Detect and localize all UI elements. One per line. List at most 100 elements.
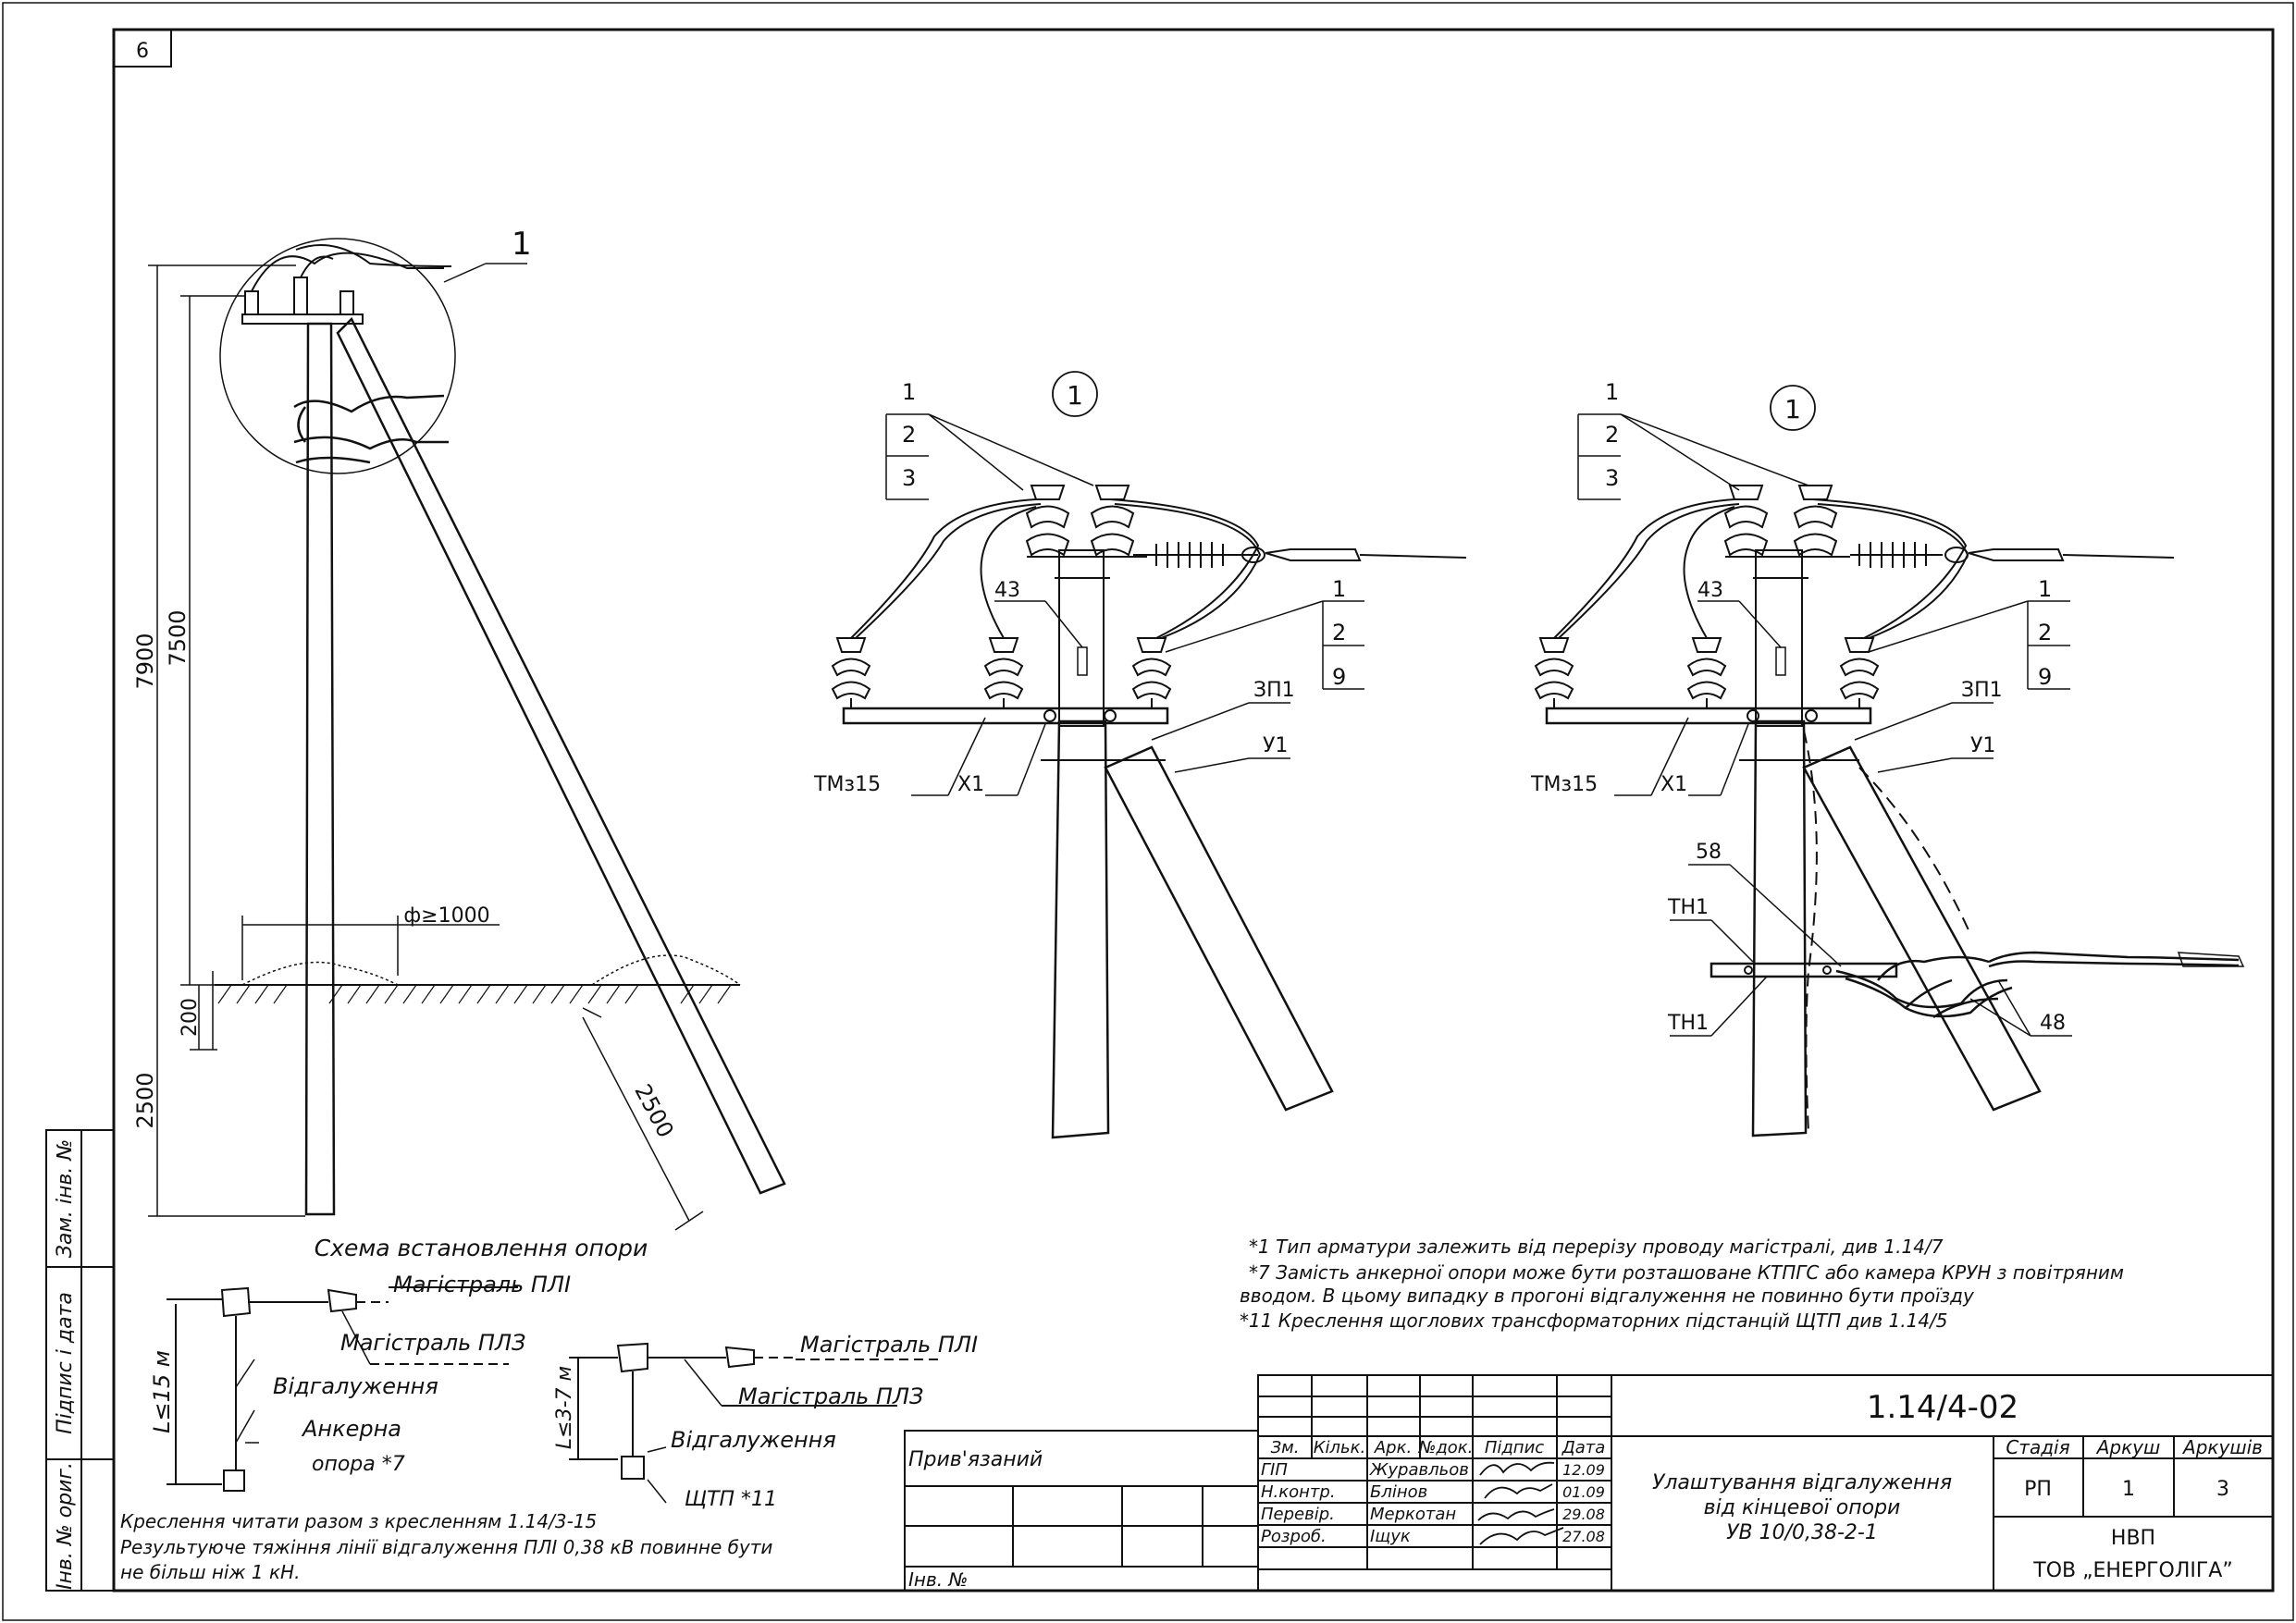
dim-diameter: ф≥1000: [403, 904, 489, 928]
view-b-tag-58: 58: [1696, 841, 1722, 864]
sig-role-rozrob: Розроб.: [1261, 1527, 1327, 1546]
scheme1-length: L≤15 м: [149, 1350, 175, 1433]
scheme-2: [569, 1342, 944, 1504]
binding-label: Прив'язаний: [908, 1448, 1043, 1471]
view-a-tag-1: 1: [902, 379, 916, 405]
scheme1-anchor2: опора *7: [312, 1453, 405, 1476]
view-b-wires: [1553, 498, 1969, 639]
sig-role-nkontr: Н.контр.: [1261, 1482, 1336, 1502]
installation-view: 1 7900 7500 2500 200 2500 ф≥1000 Схема в…: [132, 226, 786, 1261]
title-line-2: від кінцевої опори: [1704, 1496, 1901, 1519]
dim-2500: 2500: [132, 1072, 158, 1128]
sig-name-perevir: Меркотан: [1370, 1505, 1456, 1524]
title-line-3: УВ 10/0,38-2-1: [1726, 1521, 1878, 1544]
dim-200: 200: [179, 998, 202, 1037]
scheme2-main-plz: Магістраль ПЛЗ: [738, 1383, 923, 1409]
view-b-tag-tn1-top: ТН1: [1667, 896, 1709, 919]
detail-callout-1: 1: [512, 226, 532, 263]
view-a-wires: [850, 498, 1262, 639]
view-a-tag-x1: Х1: [957, 773, 984, 796]
view-b-branch-clamps: [1835, 951, 2240, 1019]
view-a-tag-r2: 2: [1332, 620, 1346, 646]
side-stamp-inv: Інв. № ориг.: [54, 1462, 77, 1590]
sig-header-ark: Арк.: [1374, 1438, 1412, 1457]
sig-name-rozrob: Іщук: [1370, 1527, 1411, 1546]
title-line-1: Улаштування відгалуження: [1652, 1471, 1952, 1494]
view-a-string-insulator: [1147, 542, 1467, 568]
title-block: [904, 1374, 2274, 1592]
view-a-tag-r1: 1: [1332, 576, 1346, 602]
sig-header-data: Дата: [1562, 1438, 1606, 1457]
organization-line-2: ТОВ „ЕНЕРГОЛІГА”: [2032, 1559, 2232, 1582]
notes: *1 Тип арматури залежить від перерізу пр…: [120, 1236, 2124, 1583]
view-b-tag-3: 3: [1605, 465, 1619, 491]
side-stamp-zam: Зам. інв. №: [54, 1139, 77, 1259]
view-a-tag-3: 3: [902, 465, 916, 491]
note-bottom-1: Креслення читати разом з кресленням 1.14…: [120, 1510, 597, 1532]
sig-header-pidpys: Підпис: [1485, 1438, 1544, 1457]
scheme1-main-pli: Магістраль ПЛІ: [393, 1272, 571, 1297]
scheme1-branch: Відгалуження: [273, 1373, 438, 1399]
sig-date-perevir: 29.08: [1562, 1506, 1605, 1523]
handwritten-signatures: [1477, 1461, 1564, 1545]
scheme2-branch: Відгалуження: [671, 1427, 836, 1453]
view-a-tag-zp1: ЗП1: [1253, 679, 1295, 702]
sig-header-ndok: №док.: [1418, 1438, 1474, 1457]
sig-name-gip: Журавльов: [1369, 1460, 1469, 1480]
note-7b: вводом. В цьому випадку в прогоні відгал…: [1240, 1285, 1975, 1307]
view-a-crossarm: [842, 707, 1169, 725]
scheme1-anchor1: Анкерна: [301, 1416, 401, 1442]
note-bottom-2: Результуюче тяжіння лінії відгалуження П…: [120, 1536, 772, 1558]
pole-view-b: 1 2 3 1: [1530, 379, 2245, 1137]
sheet-header: Аркуш: [2095, 1436, 2161, 1458]
view-a-tag-r9: 9: [1332, 664, 1346, 690]
view-a-circle: 1: [1067, 380, 1083, 411]
binding-inv-no: Інв. №: [908, 1568, 968, 1591]
dim-7900: 7900: [132, 633, 158, 689]
view-b-tag-48: 48: [2040, 1012, 2066, 1035]
view-b-tag-u1: У1: [1970, 734, 1995, 757]
view-b-tag-tmz15: ТМз15: [1530, 773, 1598, 796]
view-b-tag-r2: 2: [2038, 620, 2052, 646]
scheme1-main-plz: Магістраль ПЛЗ: [340, 1330, 525, 1356]
note-7a: *7 Замість анкерної опори може бути розт…: [1249, 1261, 2124, 1284]
view-b-circle: 1: [1784, 394, 1801, 424]
dim-2500-strut: 2500: [629, 1080, 678, 1142]
detail-circle-1: [219, 238, 456, 474]
dim-7500: 7500: [165, 609, 191, 666]
note-bottom-3: не більш ніж 1 кН.: [120, 1561, 300, 1583]
sig-role-perevir: Перевір.: [1261, 1505, 1335, 1524]
organization-line-1: НВП: [2111, 1527, 2155, 1550]
dimension-lines: [148, 264, 704, 1231]
note-1: *1 Тип арматури залежить від перерізу пр…: [1249, 1236, 1944, 1258]
note-11: *11 Креслення щоглових трансформаторних …: [1240, 1309, 1948, 1332]
scheme-1: [167, 1286, 518, 1492]
view-a-tag-2: 2: [902, 422, 916, 448]
sig-name-nkontr: Блінов: [1370, 1482, 1427, 1502]
view-b-tag-43: 43: [1697, 579, 1723, 602]
sheets-value: 3: [2216, 1478, 2229, 1501]
sig-date-gip: 12.09: [1562, 1461, 1605, 1479]
view-b-crossarm: [1545, 707, 1872, 725]
drawing-code: 1.14/4-02: [1867, 1389, 2018, 1426]
page-number: 6: [136, 40, 149, 63]
ground-hatch: [217, 984, 732, 1004]
scheme2-main-pli: Магістраль ПЛІ: [800, 1332, 978, 1358]
sig-header-kilk: Кільк.: [1314, 1438, 1366, 1457]
view-b-tag-x1: Х1: [1660, 773, 1687, 796]
side-stamp-pidpys: Підпис і дата: [54, 1292, 77, 1434]
view-b-tag-1: 1: [1605, 379, 1619, 405]
view-b-tag-r1: 1: [2038, 576, 2052, 602]
view-b-tag-2: 2: [1605, 422, 1619, 448]
sig-date-nkontr: 01.09: [1562, 1483, 1605, 1501]
view-a-tag-tmz15: ТМз15: [813, 773, 881, 796]
view-b-string-insulator: [1850, 542, 2175, 568]
view-a-tag-43: 43: [994, 579, 1020, 602]
view-b-tag-r9: 9: [2038, 664, 2052, 690]
scheme2-shtp: ЩТП *11: [685, 1488, 777, 1511]
view-a-insulators: [831, 485, 1172, 708]
view-a-tag-u1: У1: [1263, 734, 1288, 757]
sig-header-zm: Зм.: [1271, 1438, 1300, 1457]
sheet-value: 1: [2122, 1478, 2135, 1501]
